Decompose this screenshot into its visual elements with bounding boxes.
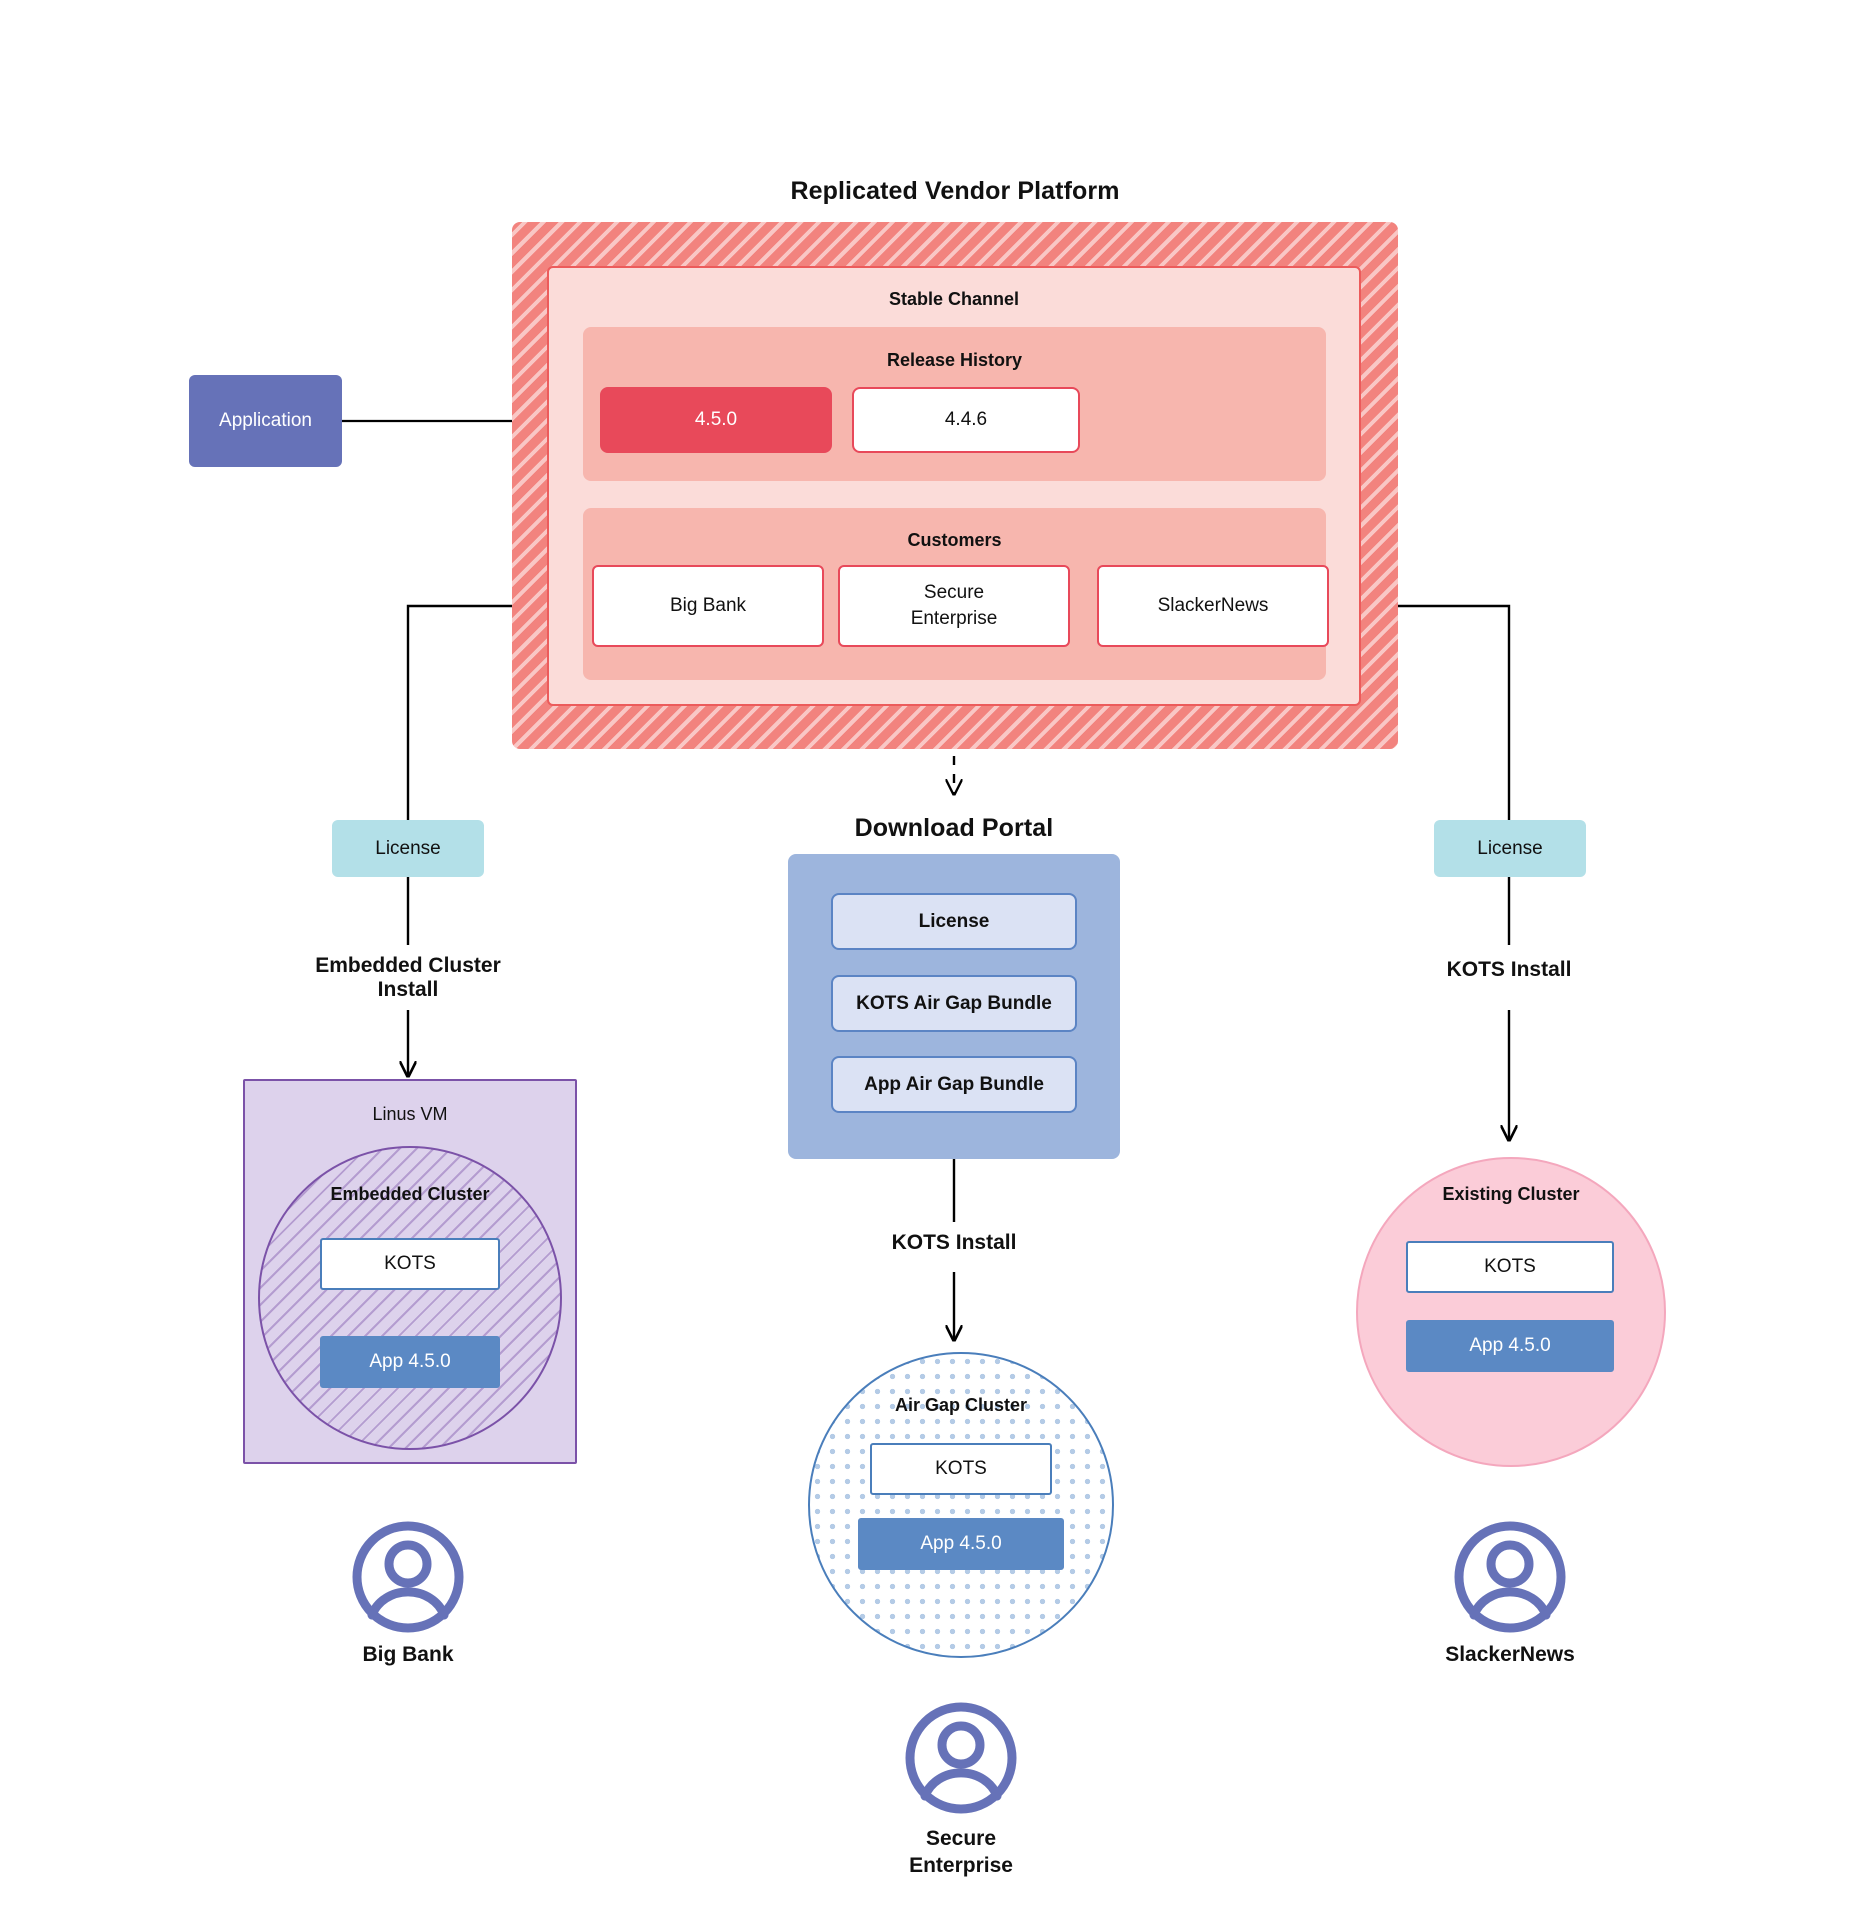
avatar-secure-enterprise [903,1700,1019,1816]
persona-label-slackernews: SlackerNews [1445,1643,1575,1667]
release-history-title: Release History [886,349,1023,370]
release-chip-current[interactable]: 4.5.0 [600,387,832,453]
portal-artifact-license[interactable]: License [831,893,1077,950]
kots-label: KOTS [935,1458,987,1479]
customer-label-line1: Secure [923,582,985,604]
release-version-label: 4.5.0 [694,409,738,430]
persona-label-big-bank: Big Bank [362,1643,454,1667]
license-chip-left[interactable]: License [332,820,484,877]
customer-chip-secure-enterprise[interactable]: Secure Enterprise [838,565,1070,647]
portal-artifact-kots-airgap-bundle[interactable]: KOTS Air Gap Bundle [831,975,1077,1032]
app-version-label: App 4.5.0 [369,1351,451,1372]
release-version-label: 4.4.6 [944,409,988,430]
app-version-box-existing[interactable]: App 4.5.0 [1406,1320,1614,1372]
existing-cluster-title: Existing Cluster [1442,1183,1580,1204]
portal-artifact-label: License [918,910,990,932]
linus-vm-title: Linus VM [372,1103,448,1124]
portal-artifact-app-airgap-bundle[interactable]: App Air Gap Bundle [831,1056,1077,1113]
persona-label-line1: Secure [925,1826,997,1850]
application-label: Application [219,410,312,431]
embedded-cluster-title: Embedded Cluster [330,1183,490,1204]
install-method-right: KOTS Install [1446,958,1572,981]
license-chip-right[interactable]: License [1434,820,1586,877]
app-version-label: App 4.5.0 [1469,1335,1551,1356]
application-node[interactable]: Application [189,375,342,467]
persona-label-line2: Enterprise [909,1854,1013,1877]
avatar-slackernews [1452,1519,1568,1635]
release-chip-previous[interactable]: 4.4.6 [852,387,1080,453]
portal-artifact-label: KOTS Air Gap Bundle [856,992,1052,1014]
kots-box-existing[interactable]: KOTS [1406,1241,1614,1293]
avatar-big-bank [350,1519,466,1635]
kots-box-embedded[interactable]: KOTS [320,1238,500,1290]
stable-channel-title: Stable Channel [888,288,1020,309]
kots-box-airgap[interactable]: KOTS [870,1443,1052,1495]
license-label: License [375,837,441,859]
install-method-line2: Install [377,978,439,1001]
customers-title: Customers [907,529,1002,550]
app-version-box-airgap[interactable]: App 4.5.0 [858,1518,1064,1570]
download-portal-title: Download Portal [854,813,1054,842]
customer-chip-slackernews[interactable]: SlackerNews [1097,565,1329,647]
license-label: License [1477,837,1543,859]
install-method-line1: Embedded Cluster [315,954,501,977]
install-method-center: KOTS Install [891,1231,1017,1254]
platform-title: Replicated Vendor Platform [790,176,1120,205]
kots-label: KOTS [1484,1256,1536,1277]
air-gap-cluster-circle [808,1352,1114,1658]
air-gap-cluster-title: Air Gap Cluster [894,1394,1028,1415]
persona-label-secure-enterprise: Secure Enterprise [841,1820,1081,1884]
app-version-label: App 4.5.0 [920,1533,1002,1554]
kots-label: KOTS [384,1253,436,1274]
customer-chip-big-bank[interactable]: Big Bank [592,565,824,647]
embedded-cluster-circle [258,1146,562,1450]
customer-label: SlackerNews [1157,595,1269,617]
existing-cluster-circle [1356,1157,1666,1467]
install-method-embedded-cluster: Embedded Cluster Install [258,945,558,1011]
customer-label-line2: Enterprise [910,608,998,629]
app-version-box-embedded[interactable]: App 4.5.0 [320,1336,500,1388]
portal-artifact-label: App Air Gap Bundle [864,1073,1044,1095]
customer-label: Big Bank [669,595,747,617]
